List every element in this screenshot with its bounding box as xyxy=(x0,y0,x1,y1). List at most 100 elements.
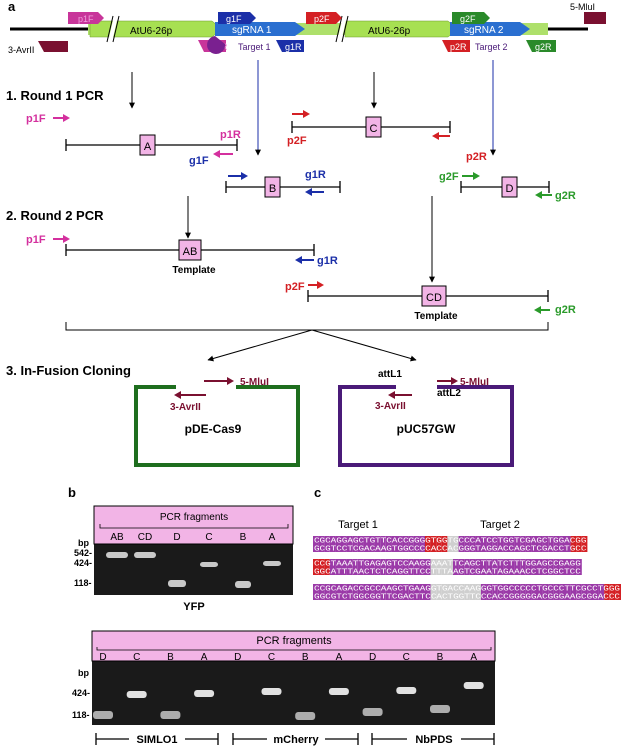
gel1-lane-label: CD xyxy=(138,532,152,543)
seq-cell xyxy=(346,536,353,544)
gel2-lane-label: A xyxy=(201,652,208,663)
seq-cell xyxy=(374,567,381,575)
fragment-cd-label: CD xyxy=(426,292,442,304)
promoter-2-label: AtU6-26p xyxy=(368,26,411,37)
seq-cell xyxy=(520,544,526,552)
seq-cell xyxy=(419,559,425,567)
seq-cell xyxy=(324,559,330,567)
seq-cell xyxy=(514,559,521,567)
seq-cell xyxy=(329,536,336,544)
seq-cell xyxy=(352,536,358,544)
seq-cell xyxy=(492,567,498,575)
seq-cell xyxy=(509,567,515,575)
gel2-band xyxy=(430,705,450,713)
seq-cell xyxy=(537,567,543,575)
seq-cell xyxy=(509,592,515,600)
gel1-header: PCR fragments xyxy=(160,512,228,523)
seq-cell xyxy=(464,544,470,552)
gel2-lane-label: C xyxy=(403,652,410,663)
seq-cell xyxy=(469,592,476,600)
seq-cell xyxy=(598,584,605,592)
primer-p1f-flag xyxy=(68,12,104,24)
seq-cell xyxy=(497,544,504,552)
seq-cell xyxy=(430,567,437,575)
seq-cell xyxy=(352,559,358,567)
avrii-site-label: 3-AvrII xyxy=(8,45,34,55)
seq-cell xyxy=(497,536,504,544)
seq-cell xyxy=(520,584,526,592)
seq-cell xyxy=(352,567,358,575)
seq-cell xyxy=(576,544,582,552)
attl1-label: attL1 xyxy=(378,369,402,380)
seq-cell xyxy=(357,567,364,575)
seq-cell xyxy=(430,592,437,600)
seq-cell xyxy=(458,559,465,567)
seq-cell xyxy=(492,536,498,544)
seq-cell xyxy=(341,536,347,544)
panel-a-label: a xyxy=(8,0,16,14)
mlui-site-label: 5-MluI xyxy=(570,2,595,12)
seq-cell xyxy=(318,567,325,575)
seq-cell xyxy=(385,536,392,544)
seq-cell xyxy=(324,592,330,600)
seq-cell xyxy=(397,559,403,567)
seq-cell xyxy=(453,592,459,600)
seq-cell xyxy=(492,592,498,600)
seq-cell xyxy=(542,567,549,575)
promoter-1-label: AtU6-26p xyxy=(130,26,173,37)
seq-cell xyxy=(559,567,565,575)
primer-p1f-flag-label: p1F xyxy=(78,14,94,24)
seq-cell xyxy=(542,592,549,600)
seq-cell xyxy=(374,584,381,592)
seq-cell xyxy=(486,536,493,544)
seq-cell xyxy=(419,592,425,600)
gel2-lane-label: D xyxy=(369,652,376,663)
gel1-marker-424: 424- xyxy=(74,558,92,568)
seq-cell xyxy=(520,567,526,575)
seq-cell xyxy=(352,592,358,600)
seq-cell xyxy=(380,559,386,567)
seq-cell xyxy=(553,544,560,552)
gel2-marker-424: 424- xyxy=(72,688,90,698)
seq-cell xyxy=(458,584,465,592)
seq-cell xyxy=(413,592,420,600)
seq-cell xyxy=(531,559,537,567)
seq-cell xyxy=(335,584,341,592)
seq-cell xyxy=(425,536,431,544)
seq-line: GGCGTCTGGCGGTTCGACTTCCACTGGTTCCCACCGGGGG… xyxy=(314,594,620,602)
seq-cell xyxy=(385,592,392,600)
seq-cell xyxy=(537,559,543,567)
seq-line: GGCATTTAACTCTCAGGTTCCTTTAAGTCGAATAGAAACC… xyxy=(314,569,581,577)
primer-p2r-flag xyxy=(442,40,470,52)
seq-cell xyxy=(503,567,509,575)
seq-cell xyxy=(548,544,554,552)
puc-avrii-label: 3-AvrII xyxy=(375,401,406,412)
seq-cell xyxy=(346,559,353,567)
puc-mlui-label: 5-MluI xyxy=(460,377,489,388)
break-mark xyxy=(337,15,347,43)
seq-cell xyxy=(318,544,325,552)
seq-cell xyxy=(570,559,577,567)
seq-cell xyxy=(329,592,336,600)
seq-cell xyxy=(576,559,582,567)
pde-avrii-label: 3-AvrII xyxy=(170,402,201,413)
seq-cell xyxy=(335,536,341,544)
seq-cell xyxy=(425,559,431,567)
seq-cell xyxy=(497,559,504,567)
seq-cell xyxy=(581,584,588,592)
seq-cell xyxy=(441,536,448,544)
seq-cell xyxy=(447,567,453,575)
seq-cell xyxy=(559,592,565,600)
fragment-b-label: B xyxy=(269,183,276,195)
break-mark xyxy=(108,15,118,43)
seq-cell xyxy=(341,592,347,600)
seq-cell xyxy=(363,584,369,592)
target-2-label: Target 2 xyxy=(475,42,508,52)
seq-cell xyxy=(469,559,476,567)
seq-cell xyxy=(509,584,515,592)
fragment-a-label: A xyxy=(144,141,152,153)
gel2-band xyxy=(126,691,147,698)
gel2-band xyxy=(194,690,215,697)
fragment-a: A xyxy=(65,134,238,156)
seq-cell xyxy=(380,584,386,592)
